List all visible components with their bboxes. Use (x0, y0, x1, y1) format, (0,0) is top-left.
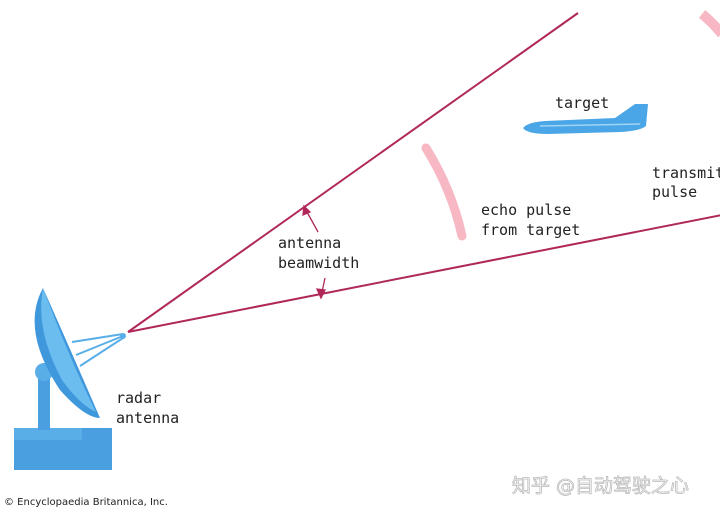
copyright-credit: © Encyclopaedia Britannica, Inc. (4, 497, 168, 508)
target-label: target (555, 94, 609, 112)
transmitted-pulse-label-line1: transmitted (652, 164, 720, 182)
echo-pulse-label-line2: from target (481, 221, 580, 239)
echo-pulse-label-line1: echo pulse (481, 201, 571, 219)
radar-antenna-label-line2: antenna (116, 409, 179, 427)
beamwidth-label-line1: antenna (278, 234, 341, 252)
beamwidth-label-line2: beamwidth (278, 254, 359, 272)
transmitted-pulse-label-line2: pulse (652, 183, 697, 201)
radar-antenna-label-line1: radar (116, 389, 161, 407)
beam-upper-edge (127, 12, 579, 333)
beamwidth-arrows (302, 204, 326, 300)
watermark: 知乎 @自动驾驶之心 (512, 475, 689, 497)
radar-antenna-icon (14, 288, 126, 470)
beam-lower-edge (127, 214, 720, 333)
transmitted-pulse-arc (698, 10, 720, 38)
target-aircraft-icon (523, 104, 648, 134)
echo-pulse-arc (421, 143, 467, 241)
